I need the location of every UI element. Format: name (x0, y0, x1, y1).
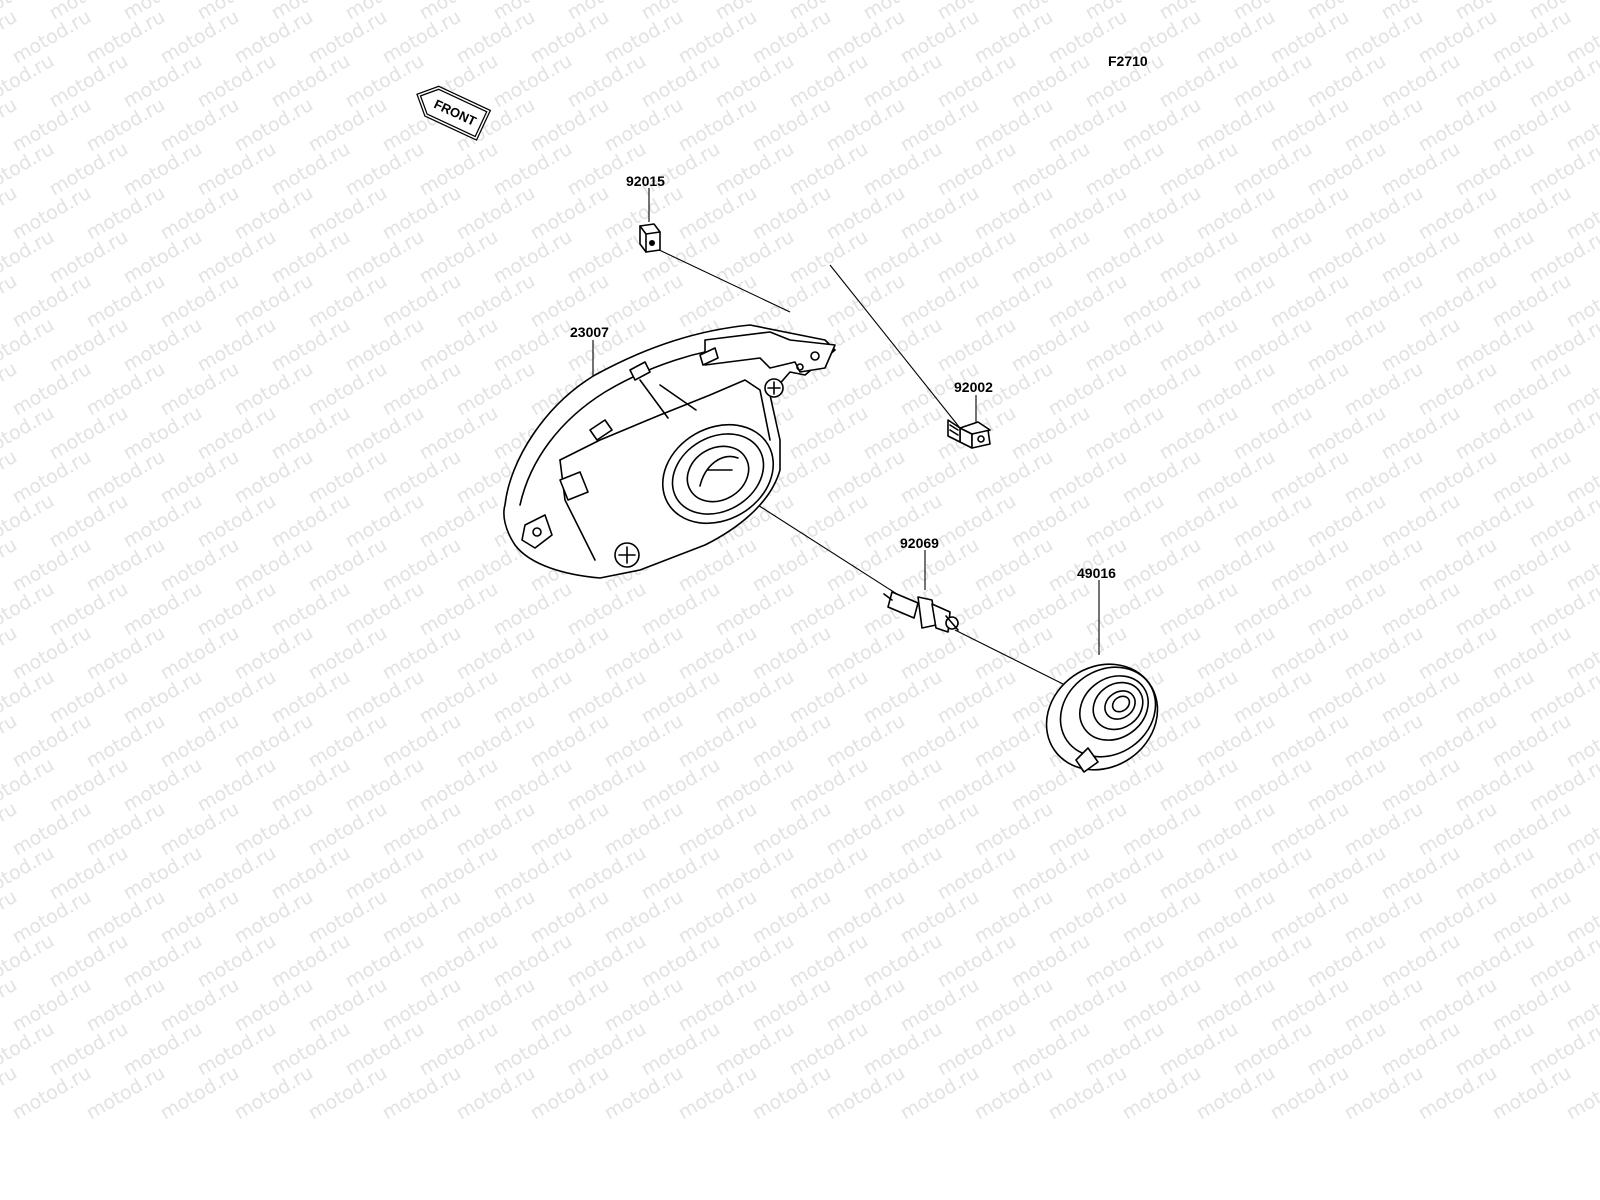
adjuster-screw-icon (614, 542, 640, 568)
headlight-bulb-part (883, 591, 959, 633)
clip-nut-part (639, 223, 661, 253)
front-arrow-icon: FRONT (416, 85, 492, 141)
part-number-label: 92002 (954, 379, 993, 395)
part-number-label: 92015 (626, 173, 665, 189)
part-labels: 92015 23007 92002 92069 49016 (570, 173, 1116, 581)
dust-cover-part (1045, 663, 1159, 773)
part-number-label: 23007 (570, 324, 609, 340)
part-number-label: 92069 (900, 535, 939, 551)
bulb-socket (661, 423, 775, 525)
watermark-layer: motod.rumotod.rumotod.rumotod.rumotod.ru… (0, 0, 1600, 1124)
headlight-housing-part (503, 324, 836, 579)
assembly-axis-lines (654, 247, 1076, 691)
part-number-label: 49016 (1077, 565, 1116, 581)
leader-lines (592, 188, 1100, 655)
diagram-code: F2710 (1108, 53, 1148, 69)
bolt-part (947, 419, 991, 449)
adjuster-screw-icon (764, 378, 784, 398)
